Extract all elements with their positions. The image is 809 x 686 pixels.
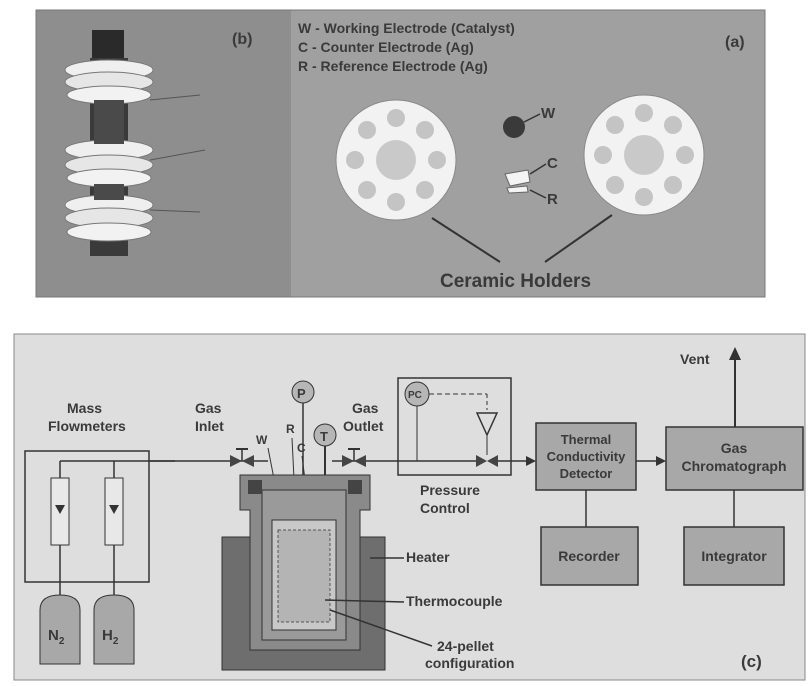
electrode-r-label: R bbox=[547, 191, 558, 208]
thermocouple-label: Thermocouple bbox=[406, 593, 503, 609]
mass-flowmeters-label-2: Flowmeters bbox=[48, 418, 126, 434]
schematic-panel: Vent Mass Flowmeters N2 H2 Gas Inlet Gas… bbox=[14, 334, 805, 680]
wire-r-label: R bbox=[286, 422, 295, 436]
pellet-config-label-2: configuration bbox=[425, 655, 514, 671]
electrode-c-label: C bbox=[547, 155, 558, 172]
pressure-control-label-2: Control bbox=[420, 500, 470, 516]
tag-a: (a) bbox=[725, 34, 745, 51]
gas-inlet-label-2: Inlet bbox=[195, 418, 224, 434]
vent-label: Vent bbox=[680, 351, 710, 367]
working-electrode bbox=[503, 116, 525, 138]
mass-flowmeters-label-1: Mass bbox=[67, 400, 102, 416]
n2-cylinder bbox=[40, 595, 80, 664]
h2-cylinder bbox=[94, 595, 134, 664]
gauge-p-label: P bbox=[297, 386, 306, 401]
wire-w-label: W bbox=[256, 433, 268, 447]
tag-b: (b) bbox=[232, 31, 252, 48]
gc-label-1: Gas bbox=[721, 440, 748, 456]
gas-outlet-label-1: Gas bbox=[352, 400, 379, 416]
gas-inlet-label-1: Gas bbox=[195, 400, 222, 416]
pellet-config-label-1: 24-pellet bbox=[437, 638, 494, 654]
gas-outlet-label-2: Outlet bbox=[343, 418, 384, 434]
tcd-label-3: Detector bbox=[560, 466, 613, 481]
heater-label: Heater bbox=[406, 549, 450, 565]
legend-w: W - Working Electrode (Catalyst) bbox=[298, 20, 515, 36]
ceramic-holder-left bbox=[336, 100, 456, 220]
tcd-label-1: Thermal bbox=[561, 432, 612, 447]
wire-c-label: C bbox=[297, 441, 306, 455]
pc-label: PC bbox=[408, 390, 422, 401]
ceramic-holder-right bbox=[584, 95, 704, 215]
tag-c: (c) bbox=[741, 652, 762, 671]
photo-panel: (b) (a) W - Working Electrode (Catalyst)… bbox=[36, 10, 765, 297]
pressure-control-label-1: Pressure bbox=[420, 482, 480, 498]
gauge-t-label: T bbox=[320, 429, 328, 444]
electrode-w-label: W bbox=[541, 105, 556, 122]
legend-r: R - Reference Electrode (Ag) bbox=[298, 58, 488, 74]
recorder-label: Recorder bbox=[558, 548, 620, 564]
reactor bbox=[222, 475, 385, 670]
legend-c: C - Counter Electrode (Ag) bbox=[298, 39, 474, 55]
ceramic-holders-label: Ceramic Holders bbox=[440, 271, 591, 292]
integrator-label: Integrator bbox=[701, 548, 767, 564]
pellet-stack bbox=[278, 530, 330, 622]
tcd-label-2: Conductivity bbox=[547, 449, 626, 464]
gc-label-2: Chromatograph bbox=[682, 458, 787, 474]
